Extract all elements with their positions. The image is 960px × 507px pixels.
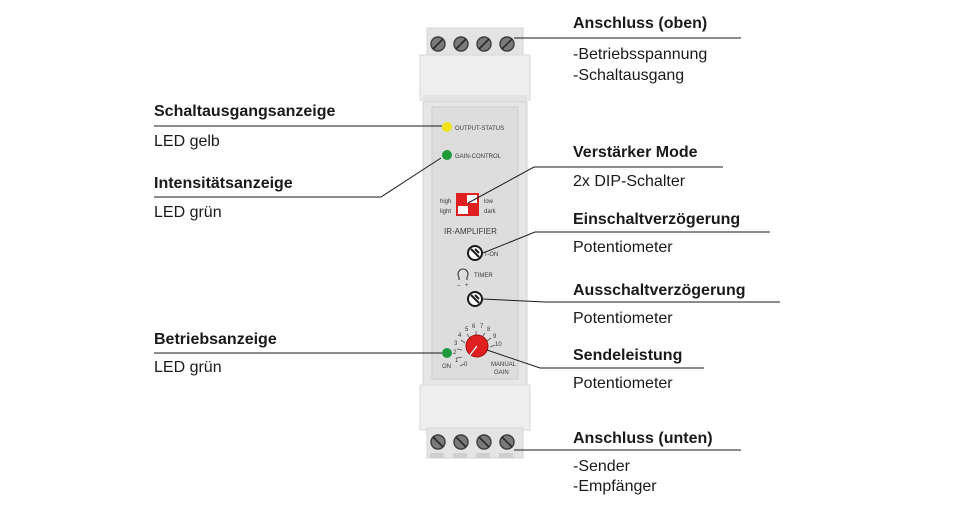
leader-amp-mode [467, 166, 723, 204]
output-status-text: OUTPUT-STATUS [455, 126, 504, 132]
power-on-led [442, 348, 452, 358]
gain-control-led [442, 150, 452, 160]
dip-light-text: light [440, 209, 451, 215]
switch-output-indicator-title: Schaltausgangsanzeige [154, 103, 336, 120]
dip-dark-text: dark [484, 209, 497, 215]
screw-icon [453, 36, 469, 52]
gain-dial-scale [456, 331, 496, 367]
screw-icon [453, 434, 469, 450]
t-off-potentiometer[interactable] [467, 291, 483, 307]
screw-icon [430, 36, 446, 52]
amplifier-mode-sub: 2x DIP-Schalter [573, 173, 686, 190]
dial-number-8: 8 [487, 327, 491, 333]
top-connector-title: Anschluss (oben) [573, 15, 708, 32]
dial-number-4: 4 [458, 333, 462, 339]
manual-text: MANUAL [491, 362, 517, 368]
intensity-indicator-title: Intensitätsanzeige [154, 175, 293, 192]
output-status-led [442, 122, 452, 132]
dial-number-6: 6 [472, 324, 476, 330]
power-indicator-sub: LED grün [154, 359, 222, 376]
ir-amplifier-text: IR-AMPLIFIER [444, 227, 497, 236]
t-on-text: T-ON [484, 252, 498, 258]
screw-icon [476, 434, 492, 450]
timer-minus-text: – [457, 283, 461, 289]
on-text: ON [442, 364, 451, 370]
screw-icon [476, 36, 492, 52]
dial-number-5: 5 [465, 327, 469, 333]
leader-off-delay [482, 298, 780, 303]
dip-low-text: low [484, 199, 494, 205]
off-delay-sub: Potentiometer [573, 310, 673, 327]
screw-icon [430, 434, 446, 450]
bottom-terminal-screws [430, 434, 515, 450]
dial-number-7: 7 [480, 324, 484, 330]
leader-intensity [154, 157, 442, 198]
screw-icon [499, 434, 515, 450]
gain-control-text: GAIN-CONTROL [455, 154, 502, 160]
leader-lines [154, 37, 780, 451]
gain-knob[interactable] [465, 334, 489, 358]
amplifier-mode-title: Verstärker Mode [573, 144, 698, 161]
bottom-connector-line-1: -Sender [573, 458, 630, 475]
top-terminal-screws [430, 36, 515, 52]
bottom-connector-title: Anschluss (unten) [573, 430, 713, 447]
t-on-potentiometer[interactable] [467, 245, 483, 261]
leader-send [486, 349, 704, 369]
top-connector-line-2: -Schaltausgang [573, 67, 685, 84]
timer-plus-text: + [465, 283, 469, 289]
screw-icon [499, 36, 515, 52]
dip-switch[interactable] [456, 193, 479, 216]
timer-icon [457, 268, 469, 280]
leader-on-delay [482, 231, 770, 254]
dial-number-1: 1 [455, 358, 459, 364]
switch-output-indicator-sub: LED gelb [154, 133, 220, 150]
dial-number-2: 2 [453, 350, 457, 356]
off-delay-title: Ausschaltverzögerung [573, 282, 746, 299]
gain-text: GAIN [494, 370, 509, 376]
send-power-sub: Potentiometer [573, 375, 673, 392]
on-delay-title: Einschaltverzögerung [573, 211, 741, 228]
power-indicator-title: Betriebsanzeige [154, 331, 277, 348]
dial-number-0: 0 [464, 362, 468, 368]
bottom-connector-line-2: -Empfänger [573, 478, 657, 495]
top-connector-line-1: -Betriebsspannung [573, 46, 708, 63]
on-delay-sub: Potentiometer [573, 239, 673, 256]
timer-text: TIMER [474, 273, 493, 279]
intensity-indicator-sub: LED grün [154, 204, 222, 221]
send-power-title: Sendeleistung [573, 347, 683, 364]
device-housing [419, 27, 531, 459]
dial-number-3: 3 [454, 341, 458, 347]
dial-number-9: 9 [493, 334, 497, 340]
dial-number-10: 10 [495, 342, 502, 348]
dip-high-text: high [440, 199, 451, 205]
